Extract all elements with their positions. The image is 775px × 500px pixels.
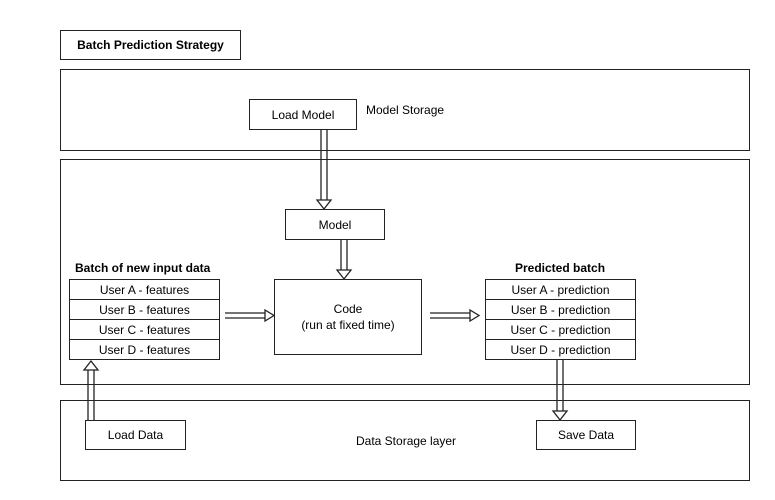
- load-model-box: Load Model: [249, 99, 357, 130]
- model-text: Model: [318, 217, 352, 232]
- predicted-batch-table: User A - prediction User B - prediction …: [485, 279, 636, 360]
- model-storage-container: [60, 69, 750, 151]
- predicted-batch-heading: Predicted batch: [515, 261, 606, 275]
- code-subtitle: (run at fixed time): [301, 318, 395, 332]
- load-data-box: Load Data: [85, 420, 186, 450]
- model-storage-label: Model Storage: [366, 103, 445, 117]
- diagram-title: Batch Prediction Strategy: [60, 30, 241, 60]
- input-batch-heading: Batch of new input data: [75, 261, 211, 275]
- code-box: Code (run at fixed time): [274, 279, 422, 355]
- arrow-input-to-code: [225, 308, 276, 323]
- prediction-row-user-a: User A - prediction: [486, 280, 635, 300]
- input-row-user-d: User D - features: [98, 343, 191, 357]
- input-row-user-c: User C - features: [70, 320, 219, 340]
- arrow-load-model-to-model: [315, 130, 333, 211]
- input-row-user-a: User A - features: [70, 280, 219, 300]
- input-batch-table: User A - features User B - features User…: [69, 279, 220, 360]
- save-data-box: Save Data: [536, 420, 636, 450]
- prediction-row-user-b: User B - prediction: [486, 300, 635, 320]
- arrow-predicted-to-save-data: [551, 360, 569, 422]
- input-row-user-b: User B - features: [70, 300, 219, 320]
- arrow-model-to-code: [335, 240, 353, 281]
- data-storage-label: Data Storage layer: [356, 434, 457, 448]
- code-title: Code: [333, 302, 363, 316]
- diagram-title-text: Batch Prediction Strategy: [77, 38, 224, 52]
- save-data-text: Save Data: [557, 428, 615, 442]
- arrow-code-to-predicted: [430, 308, 481, 323]
- prediction-row-user-d: User D - prediction: [510, 343, 611, 357]
- load-data-text: Load Data: [107, 428, 164, 442]
- arrow-load-data-to-input: [82, 359, 100, 420]
- prediction-row-user-c: User C - prediction: [486, 320, 635, 340]
- model-box: Model: [285, 209, 385, 240]
- load-model-text: Load Model: [271, 107, 335, 122]
